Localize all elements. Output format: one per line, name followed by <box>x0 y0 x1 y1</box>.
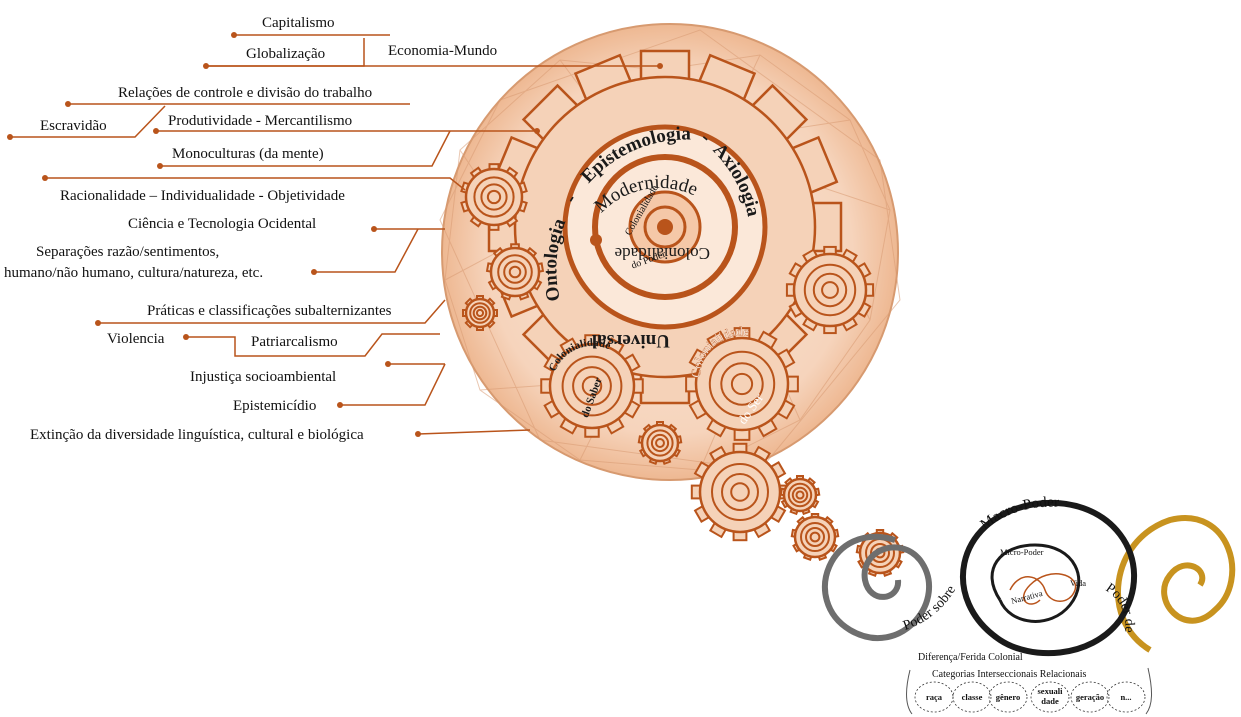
categories-box: Diferença/Ferida Colonial Categorias Int… <box>906 652 1152 715</box>
label-ciencia: Ciência e Tecnologia Ocidental <box>128 216 316 232</box>
label-escravidao: Escravidão <box>40 118 107 134</box>
gold-spiral <box>1115 515 1236 653</box>
gear-lower-mid <box>790 513 840 561</box>
svg-text:Colonialidade: Colonialidade <box>615 244 710 263</box>
dark-spiral <box>960 500 1138 657</box>
label-globalizacao: Globalização <box>246 46 325 62</box>
grey-spiral <box>822 533 933 641</box>
micro-poder-label: Micro-Poder <box>1000 547 1044 557</box>
label-relacoes: Relações de controle e divisão do trabal… <box>118 85 372 101</box>
label-epistemicidio: Epistemicídio <box>233 398 316 414</box>
label-produtividade: Produtividade - Mercantilismo <box>168 113 352 129</box>
category-label: raça <box>926 692 943 702</box>
gear-saber <box>540 334 644 438</box>
label-separacoes-2: humano/não humano, cultura/natureza, etc… <box>4 265 263 281</box>
label-monoculturas: Monoculturas (da mente) <box>172 146 324 162</box>
left-labels: Capitalismo Globalização Economia-Mundo … <box>4 15 497 443</box>
gear-left-top <box>460 163 528 231</box>
category-circle <box>1030 681 1070 713</box>
colonialidade-label: Colonialidade <box>615 244 710 263</box>
label-racionalidade: Racionalidade – Individualidade - Objeti… <box>60 188 345 204</box>
label-extincao: Extinção da diversidade linguística, cul… <box>30 427 364 443</box>
category-circle <box>988 681 1028 713</box>
small-gears <box>460 163 905 577</box>
gear-left-mid <box>485 243 545 301</box>
connectors <box>7 32 663 437</box>
vida-label: Vida <box>1070 578 1086 588</box>
universal-label: Universal <box>592 330 670 351</box>
label-violencia: Violencia <box>107 331 165 347</box>
label-patriarcalismo: Patriarcalismo <box>251 334 338 350</box>
category-label: n... <box>1120 692 1131 702</box>
category-label: gênero <box>996 692 1020 702</box>
label-injustica: Injustiça socioambiental <box>190 369 336 385</box>
label-capitalismo: Capitalismo <box>262 15 335 31</box>
gear-left-small <box>462 295 498 331</box>
gear-bottom-small <box>637 421 683 466</box>
category-circle <box>1106 681 1146 713</box>
gear-ser <box>685 327 799 441</box>
gear-right <box>785 245 875 335</box>
svg-text:Universal: Universal <box>592 330 670 351</box>
category-label: geração <box>1076 692 1104 702</box>
category-label: classe <box>962 692 983 702</box>
categories-title: Categorias Interseccionais Relacionais <box>932 669 1086 680</box>
gear-lower-small <box>779 475 821 516</box>
label-economia-mundo: Economia-Mundo <box>388 43 497 59</box>
category-circle <box>1070 681 1110 713</box>
label-separacoes-1: Separações razão/sentimentos, <box>36 244 219 260</box>
category-circle <box>952 681 992 713</box>
label-praticas: Práticas e classificações subalternizant… <box>147 303 392 319</box>
diferenca-label: Diferença/Ferida Colonial <box>918 652 1023 663</box>
